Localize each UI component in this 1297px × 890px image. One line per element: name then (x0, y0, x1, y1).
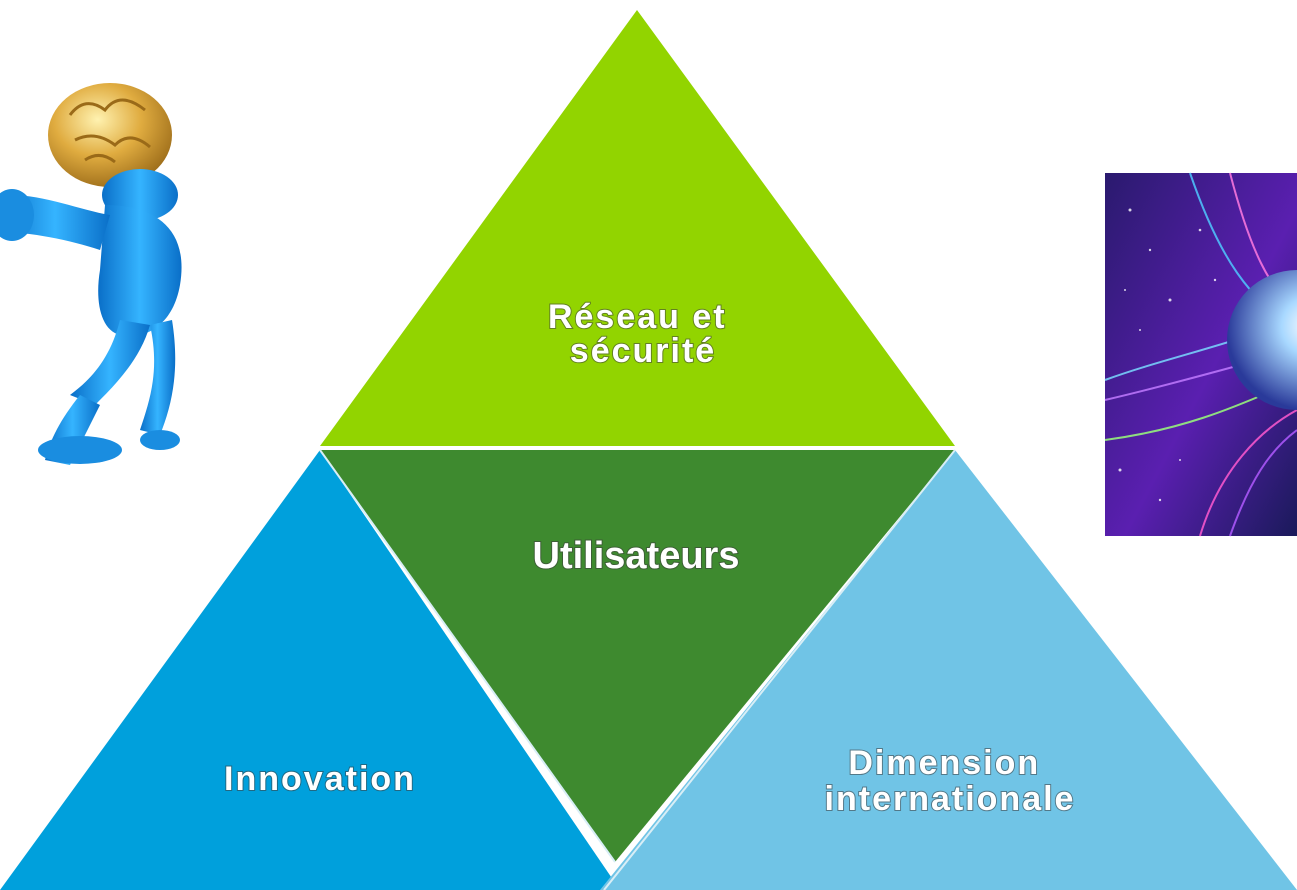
divider-line-left (319, 449, 616, 863)
triangle-left (0, 450, 620, 890)
divider-line-right (603, 449, 956, 890)
label-dimension-internationale: Dimension internationale (825, 744, 1076, 818)
triangle-right (600, 450, 1297, 890)
fiber-globe-photo (1104, 172, 1297, 537)
triangle-center (320, 450, 955, 862)
label-innovation: Innovation (224, 760, 416, 798)
triangle-top (320, 10, 955, 446)
globe-icon (1227, 270, 1297, 410)
brain-icon (48, 83, 172, 187)
label-utilisateurs: Utilisateurs (533, 535, 740, 577)
brain-figure-illustration (0, 83, 182, 465)
label-reseau-securite: Réseau et sécurité (548, 298, 738, 370)
